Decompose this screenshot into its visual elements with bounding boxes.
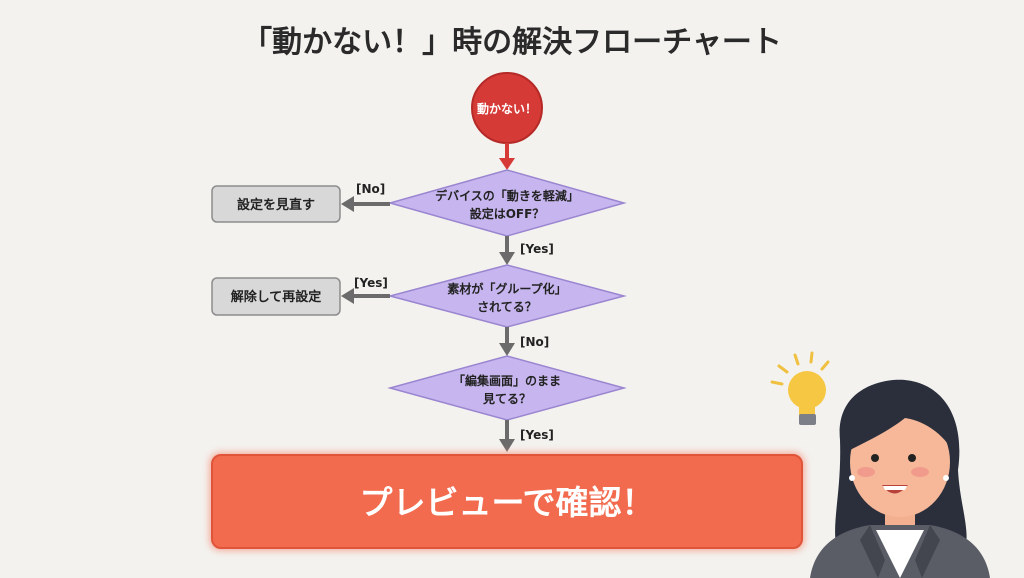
decision-1: [387, 169, 627, 237]
arrow-start-to-decision1: [499, 143, 515, 170]
decision-3-line2: 見てる？: [482, 391, 531, 406]
decision-2-yes-label: [Yes]: [354, 276, 388, 290]
arrow-decision1-to-action1: [341, 196, 390, 212]
action-ungroup-reset: [211, 277, 341, 316]
decision-3-yes-label: [Yes]: [520, 428, 554, 442]
decision-3: [387, 355, 627, 421]
action-review-settings-label: 設定を見直す: [237, 197, 315, 213]
woman-illustration: [810, 379, 990, 578]
arrow-decision1-to-decision2: [499, 236, 515, 265]
decision-2-line2: されてる？: [477, 300, 537, 314]
arrow-decision2-to-decision3: [499, 327, 515, 356]
decision-3-line1: 「編集画面」のまま: [453, 373, 561, 388]
decision-1-line1: デバイスの「動きを軽減」: [435, 188, 579, 203]
decision-1-line2: 設定はOFF？: [470, 206, 545, 221]
decision-2-line1: 素材が「グループ化」: [447, 281, 566, 296]
page-title: 「動かない！」時の解決フローチャート: [242, 25, 782, 60]
action-review-settings: [211, 185, 341, 223]
action-ungroup-reset-label: 解除して再設定: [230, 289, 322, 305]
decision-1-yes-label: [Yes]: [520, 242, 554, 256]
decision-1-no-label: [No]: [356, 182, 385, 196]
arrow-decision3-to-result: [499, 420, 515, 452]
lightbulb-icon: [770, 351, 830, 425]
arrow-decision2-to-action2: [341, 288, 390, 304]
decision-2: [387, 264, 627, 328]
result-label: プレビューで確認！: [359, 483, 654, 522]
start-label: 動かない！: [477, 101, 537, 116]
result-box: [211, 454, 803, 549]
decision-2-no-label: [No]: [520, 335, 549, 349]
